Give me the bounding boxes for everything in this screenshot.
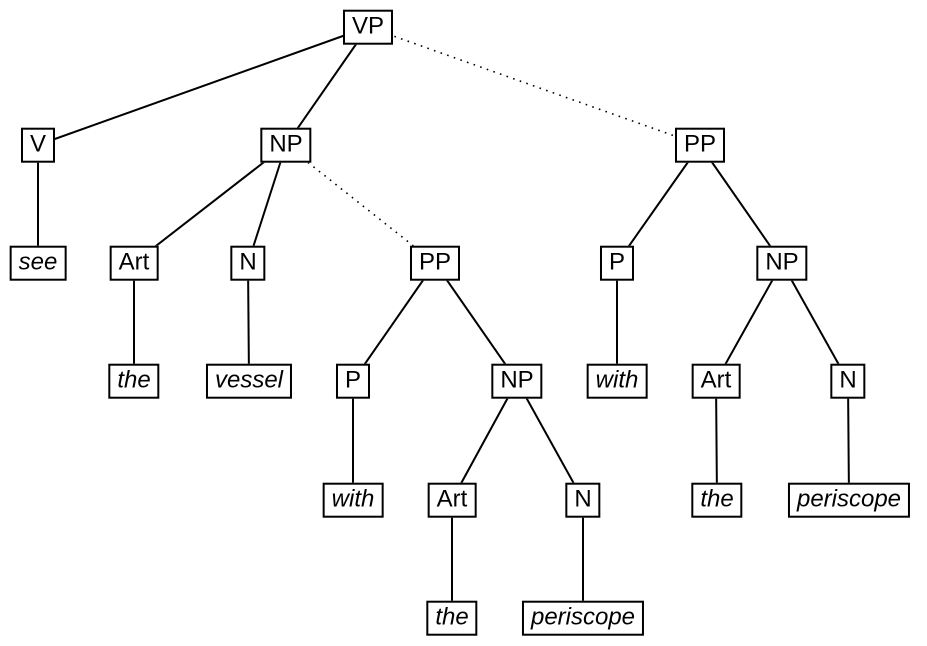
tree-edge-np3-n3 [781, 262, 849, 382]
tree-node-with1: with [322, 482, 384, 518]
tree-node-vessel1: vessel [205, 363, 293, 399]
tree-node-n1: N [230, 245, 266, 281]
tree-edge-pp1-np2 [434, 262, 518, 382]
tree-node-v: V [20, 127, 56, 163]
tree-edge-art3-the3 [715, 380, 718, 501]
tree-node-np1: NP [260, 127, 312, 163]
tree-node-see: see [9, 245, 67, 281]
tree-node-art3: Art [691, 363, 741, 399]
tree-node-vp: VP [342, 9, 394, 45]
tree-edge-np1-n1 [247, 144, 287, 264]
tree-edge-np2-art2 [451, 380, 518, 501]
tree-node-np2: NP [491, 363, 543, 399]
tree-node-with2: with [586, 363, 648, 399]
tree-node-np3: NP [756, 245, 808, 281]
tree-node-art2: Art [427, 482, 477, 518]
tree-edge-np3-art3 [715, 262, 783, 382]
tree-node-the1: the [108, 363, 160, 399]
tree-node-periscope2: periscope [787, 482, 911, 518]
tree-node-n2: N [565, 482, 601, 518]
tree-node-n3: N [830, 363, 866, 399]
tree-edge-vp-np1 [285, 26, 369, 146]
tree-edge-vp-v [37, 26, 369, 146]
tree-node-art1: Art [109, 245, 159, 281]
tree-edge-vp-pp2-alternative [367, 26, 701, 146]
tree-node-the3: the [691, 482, 743, 518]
tree-edge-pp2-p2 [616, 144, 701, 264]
tree-node-pp1: PP [409, 245, 461, 281]
tree-node-p1: P [335, 363, 371, 399]
tree-edge-np1-art1 [133, 144, 287, 264]
tree-node-the2: the [426, 600, 478, 636]
tree-edge-pp1-p1 [352, 262, 436, 382]
tree-edge-n1-vessel1 [247, 262, 250, 382]
tree-edge-pp2-np3 [699, 144, 783, 264]
tree-edge-n3-periscope2 [847, 380, 850, 501]
tree-node-periscope1: periscope [521, 600, 645, 636]
tree-node-p2: P [599, 245, 635, 281]
tree-edge-np2-n2 [516, 380, 584, 501]
tree-node-pp2: PP [674, 127, 726, 163]
